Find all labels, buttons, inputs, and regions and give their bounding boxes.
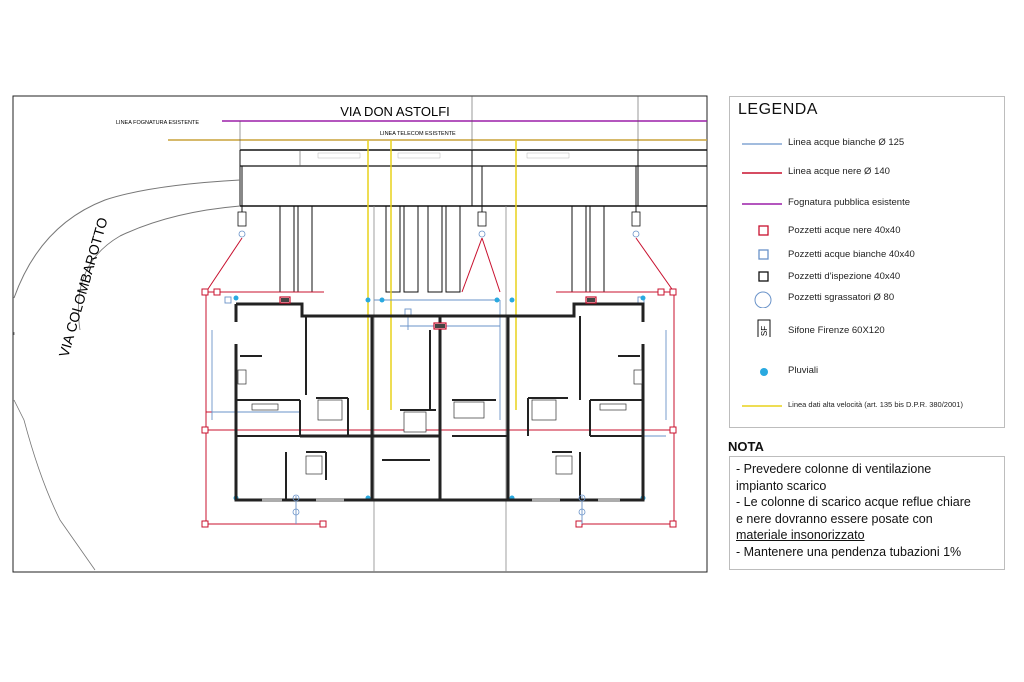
legend-label: Sifone Firenze 60X120	[788, 325, 885, 336]
sewer-line-label: LINEA FOGNATURA ESISTENTE	[116, 120, 199, 126]
nota-title: NOTA	[728, 439, 764, 454]
legend-item-grease-trap: Pozzetti sgrassatori Ø 80	[738, 290, 1004, 308]
svg-text:SF: SF	[760, 326, 769, 336]
line-swatch-icon	[742, 203, 782, 205]
legend-title: LEGENDA	[738, 101, 818, 118]
street-label-left: VIA COLOMBAROTTO	[56, 215, 111, 358]
legend-item-data-line: Linea dati alta velocità (art. 135 bis D…	[738, 397, 1004, 415]
dot-blue-icon	[760, 368, 768, 376]
legend-label: Pozzetti sgrassatori Ø 80	[788, 292, 895, 303]
circle-blue-icon	[754, 291, 772, 308]
nota-line: materiale insonorizzato	[736, 528, 865, 542]
legend-item-siphon: SF Sifone Firenze 60X120	[738, 319, 1004, 341]
legend-item-white-water-line: Linea acque bianche Ø 125	[738, 135, 1004, 153]
street-label-top: VIA DON ASTOLFI	[340, 104, 450, 119]
legend-label: Fognatura pubblica esistente	[788, 197, 910, 208]
legend-item-white-water-manhole: Pozzetti acque bianche 40x40	[738, 247, 1004, 265]
square-black-icon	[758, 271, 769, 282]
line-swatch-icon	[742, 143, 782, 145]
legend-item-black-water-manhole: Pozzetti acque nere 40x40	[738, 223, 1004, 241]
line-swatch-icon	[742, 405, 782, 407]
drawing-frame	[12, 95, 708, 573]
legend-label: Linea acque nere Ø 140	[788, 166, 890, 177]
nota-panel: - Prevedere colonne di ventilazione impi…	[729, 456, 1005, 570]
legend-label: Pozzetti d'ispezione 40x40	[788, 271, 901, 282]
telecom-line-label: LINEA TELECOM ESISTENTE	[380, 131, 456, 137]
siphon-icon: SF	[757, 319, 771, 337]
legend-item-public-sewer: Fognatura pubblica esistente	[738, 195, 1004, 213]
legend-item-inspection-manhole: Pozzetti d'ispezione 40x40	[738, 269, 1004, 287]
legend-label: Linea acque bianche Ø 125	[788, 137, 905, 148]
legend-item-black-water-line: Linea acque nere Ø 140	[738, 164, 1004, 182]
square-red-icon	[758, 225, 769, 236]
legend-item-pluviali: Pluviali	[738, 363, 1004, 381]
square-blue-icon	[758, 249, 769, 260]
line-swatch-icon	[742, 172, 782, 174]
legend-label: Pozzetti acque bianche 40x40	[788, 249, 915, 260]
legend-label: Pluviali	[788, 365, 819, 376]
nota-line: e nere dovranno essere posate con	[736, 511, 933, 526]
legend-label: Pozzetti acque nere 40x40	[788, 225, 901, 236]
legend-panel: LEGENDA Linea acque bianche Ø 125 Linea …	[729, 96, 1005, 428]
nota-line: impianto scarico	[736, 478, 827, 493]
nota-line: - Prevedere colonne di ventilazione	[736, 462, 932, 476]
legend-label: Linea dati alta velocità (art. 135 bis D…	[788, 400, 963, 409]
nota-line: - Le colonne di scarico acque reflue chi…	[736, 495, 971, 509]
nota-line: - Mantenere una pendenza tubazioni 1%	[736, 544, 962, 559]
